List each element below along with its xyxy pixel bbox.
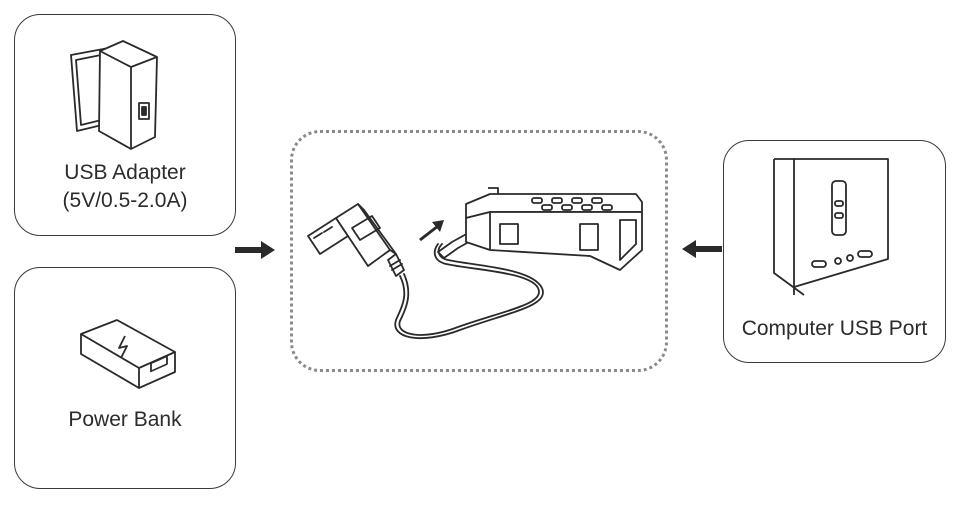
computer-usb-port-label: Computer USB Port xyxy=(741,317,928,340)
charging-connection-area xyxy=(290,130,668,372)
computer-usb-port-panel: Computer USB Port xyxy=(723,140,946,363)
arrow-icon xyxy=(682,240,722,258)
usb-adapter-panel: USB Adapter (5V/0.5-2.0A) xyxy=(14,14,236,236)
usb-adapter-spec: (5V/0.5-2.0A) xyxy=(62,189,188,212)
power-bank-icon xyxy=(80,319,176,389)
usb-adapter-label: USB Adapter xyxy=(64,161,186,184)
drone-battery-icon xyxy=(437,187,643,271)
computer-tower-icon xyxy=(773,158,889,296)
usb-cable-icon xyxy=(307,203,544,340)
arrow-icon xyxy=(235,241,275,259)
usb-wall-adapter-icon xyxy=(70,40,158,150)
charging-direction-arrow-icon xyxy=(419,220,444,242)
power-bank-panel: Power Bank xyxy=(14,267,236,489)
power-bank-label: Power Bank xyxy=(68,408,182,431)
